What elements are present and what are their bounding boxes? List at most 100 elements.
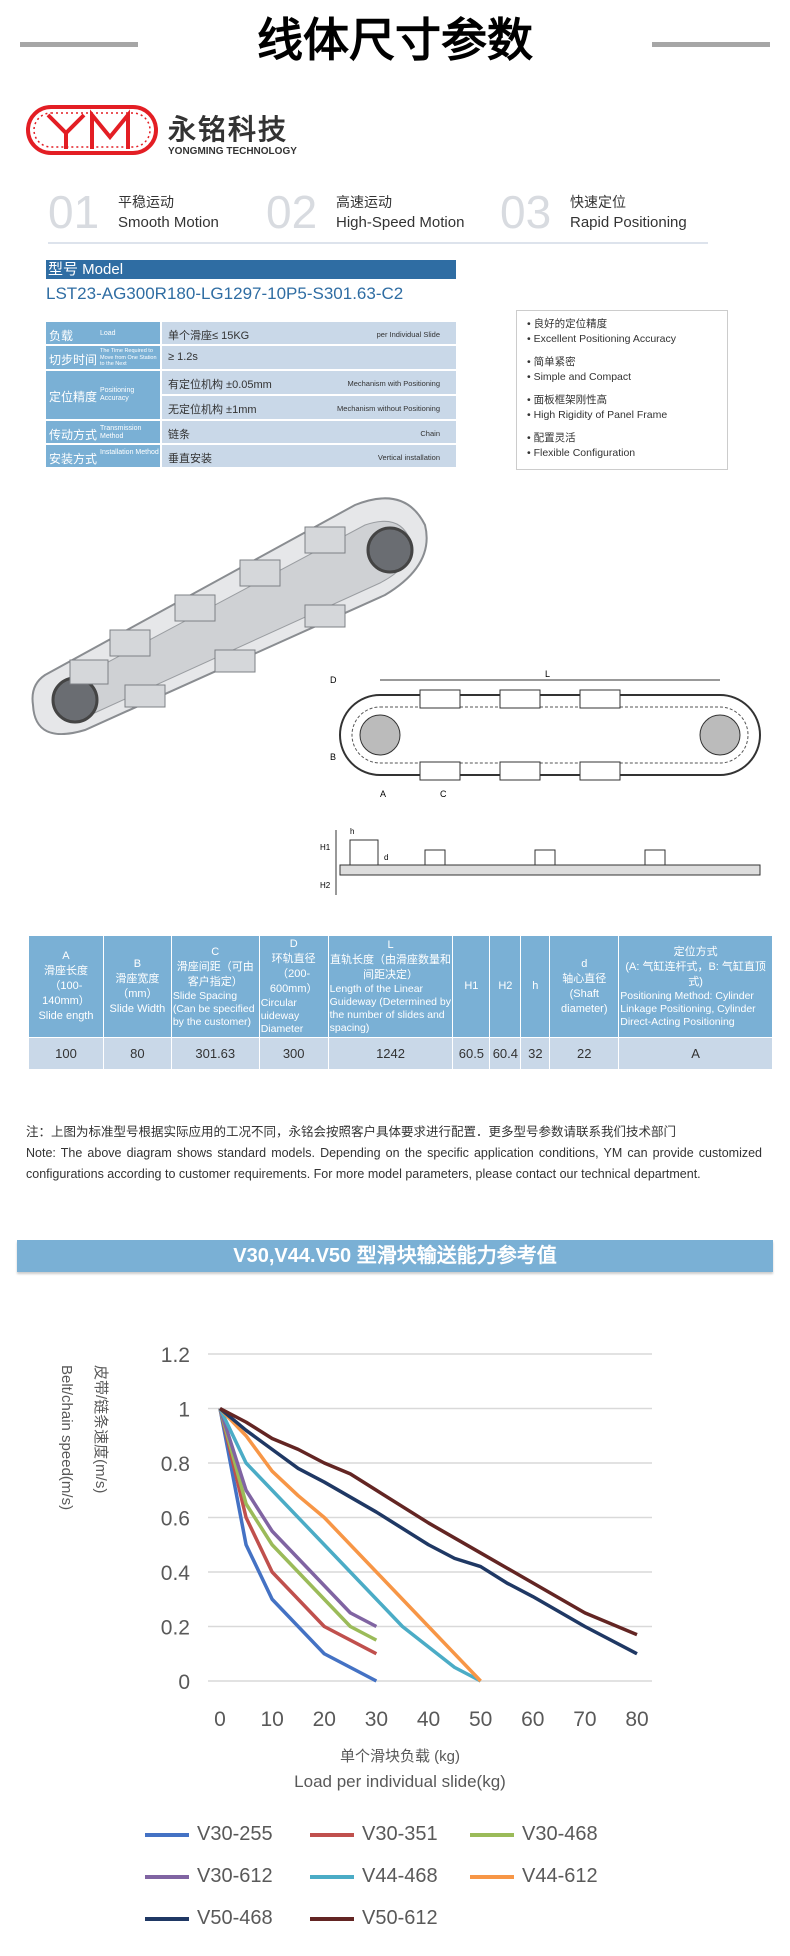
side-view-diagram: H1 H2 h d bbox=[320, 827, 761, 895]
legend-label: V30-612 bbox=[197, 1865, 273, 1887]
y-tick-label: 0.8 bbox=[161, 1453, 190, 1476]
header-positioning: 定位方式(A: 气缸连杆式，B: 气缸直顶式)Positioning Metho… bbox=[618, 935, 773, 1038]
legend-label: V30-468 bbox=[522, 1823, 598, 1845]
advantage-item: • Excellent Positioning Accuracy bbox=[527, 333, 676, 345]
dim-label-B: B bbox=[330, 752, 336, 762]
x-axis-label-cn: 单个滑块负载 (kg) bbox=[340, 1748, 460, 1765]
legend-item: V44-468 bbox=[310, 1865, 438, 1888]
x-tick-label: 20 bbox=[313, 1708, 336, 1731]
dim-label-L: L bbox=[545, 669, 550, 679]
series-line-V30-468 bbox=[218, 1408, 378, 1642]
series-line-V30-255 bbox=[218, 1408, 378, 1683]
cell-L: 1242 bbox=[327, 1037, 454, 1070]
x-tick-label: 60 bbox=[521, 1708, 544, 1731]
dim-label-d: d bbox=[384, 853, 388, 862]
legend-item: V30-468 bbox=[470, 1823, 598, 1846]
legend-label: V50-468 bbox=[197, 1907, 273, 1929]
advantage-item: • 良好的定位精度 bbox=[527, 318, 608, 330]
note: 注：上图为标准型号根据实际应用的工况不同，永铭会按照客户具体要求进行配置．更多型… bbox=[26, 1122, 762, 1185]
cell-H1: 60.5 bbox=[452, 1037, 491, 1070]
cell-C: 301.63 bbox=[170, 1037, 260, 1070]
x-tick-label: 30 bbox=[365, 1708, 388, 1731]
y-axis-label-en: Belt/chain speed(m/s) bbox=[58, 1365, 75, 1510]
legend-swatch bbox=[310, 1832, 354, 1837]
advantages-box: • 良好的定位精度 • Excellent Positioning Accura… bbox=[516, 310, 728, 470]
x-tick-label: 10 bbox=[260, 1708, 283, 1731]
dim-label-H1: H1 bbox=[320, 843, 331, 852]
legend-item: V50-468 bbox=[145, 1907, 273, 1930]
note-en: Note: The above diagram shows standard m… bbox=[26, 1146, 762, 1181]
dim-label-A: A bbox=[380, 789, 386, 799]
conveyor-3d-render bbox=[31, 497, 428, 735]
cell-h: 32 bbox=[520, 1037, 551, 1070]
series-line-V44-468 bbox=[218, 1407, 482, 1683]
cell-D: 300 bbox=[258, 1037, 329, 1070]
feature-en: Smooth Motion bbox=[118, 214, 219, 231]
legend-label: V44-612 bbox=[522, 1865, 598, 1887]
note-cn: 注：上图为标准型号根据实际应用的工况不同，永铭会按照客户具体要求进行配置．更多型… bbox=[26, 1125, 677, 1139]
legend-item: V30-255 bbox=[145, 1823, 273, 1846]
advantage-item: • Simple and Compact bbox=[527, 371, 632, 383]
top-view-diagram: L D B A C bbox=[330, 669, 761, 799]
series-line-V30-612 bbox=[218, 1407, 378, 1629]
model-code: LST23-AG300R180-LG1297-10P5-S301.63-C2 bbox=[46, 284, 404, 303]
cell-positioning: A bbox=[618, 1037, 773, 1070]
spec-value-cycle: ≥ 1.2s bbox=[162, 346, 456, 371]
x-tick-label: 50 bbox=[469, 1708, 492, 1731]
y-tick-label: 0.6 bbox=[161, 1508, 190, 1531]
legend-item: V44-612 bbox=[470, 1865, 598, 1888]
chart-banner: V30,V44.V50 型滑块输送能力参考值 bbox=[17, 1240, 773, 1272]
advantage-item: • 配置灵活 bbox=[527, 432, 576, 444]
y-tick-label: 0.2 bbox=[161, 1617, 190, 1640]
y-tick-label: 1.2 bbox=[161, 1344, 190, 1367]
y-axis-label-cn: 皮带/链条速度(m/s) bbox=[92, 1365, 109, 1493]
legend-swatch bbox=[145, 1916, 189, 1921]
header-H2: H2 bbox=[489, 935, 522, 1038]
header-H1: H1 bbox=[452, 935, 491, 1038]
advantage-item: • Flexible Configuration bbox=[527, 447, 636, 459]
legend-item: V50-612 bbox=[310, 1907, 438, 1930]
page-title: 线体尺寸参数 bbox=[257, 13, 533, 67]
cell-B: 80 bbox=[102, 1037, 172, 1070]
x-tick-label: 40 bbox=[417, 1708, 440, 1731]
legend-label: V30-351 bbox=[362, 1823, 438, 1845]
series-line-V50-468 bbox=[218, 1407, 638, 1656]
dim-label-H2: H2 bbox=[320, 881, 331, 890]
advantage-item: • High Rigidity of Panel Frame bbox=[527, 409, 668, 421]
brand-name-cn: 永铭科技 bbox=[168, 114, 289, 145]
series-line-V44-612 bbox=[218, 1407, 482, 1683]
feature-cn: 快速定位 bbox=[570, 194, 626, 210]
legend-label: V30-255 bbox=[197, 1823, 273, 1845]
header-h: h bbox=[520, 935, 551, 1038]
x-tick-label: 70 bbox=[573, 1708, 596, 1731]
legend-label: V44-468 bbox=[362, 1865, 438, 1887]
advantage-item: • 简单紧密 bbox=[527, 356, 576, 368]
title-right-line bbox=[652, 42, 770, 47]
feature-cn: 平稳运动 bbox=[118, 194, 174, 210]
dim-label-D: D bbox=[330, 675, 337, 685]
legend-item: V30-612 bbox=[145, 1865, 273, 1888]
feature-en: Rapid Positioning bbox=[570, 214, 687, 231]
x-tick-label: 80 bbox=[625, 1708, 648, 1731]
cell-H2: 60.4 bbox=[489, 1037, 522, 1070]
y-tick-label: 0 bbox=[178, 1671, 190, 1694]
legend-swatch bbox=[145, 1874, 189, 1879]
feature-cn: 高速运动 bbox=[336, 194, 392, 210]
